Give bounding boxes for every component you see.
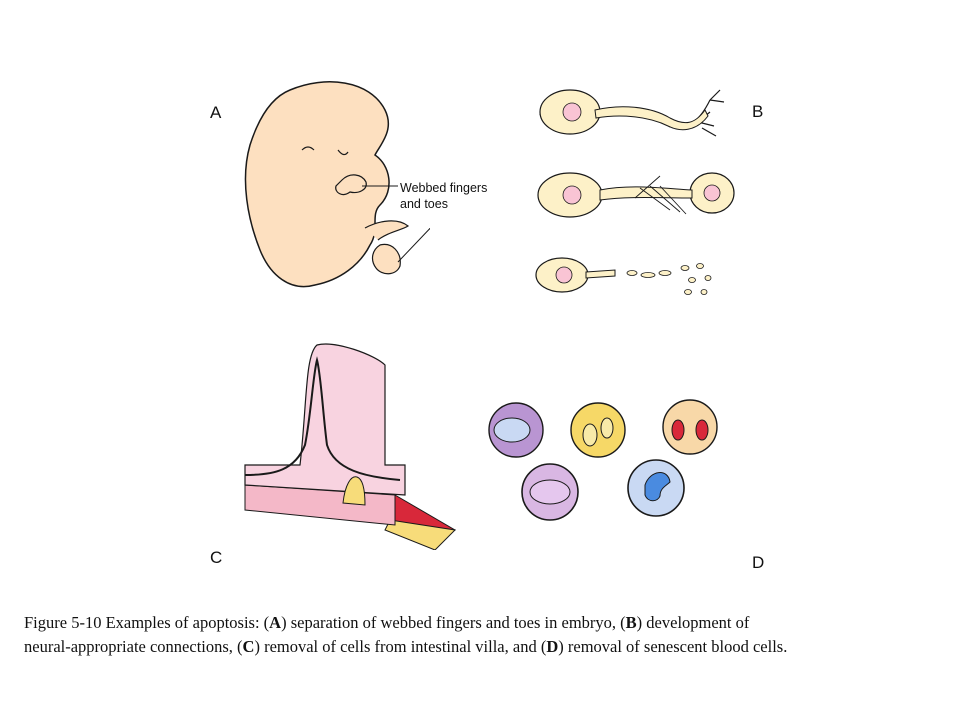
blood-cells-illustration <box>488 399 718 521</box>
callout-line-1: Webbed fingers <box>400 181 488 195</box>
blood-cell-lavender <box>521 463 579 521</box>
intestinal-villus-illustration <box>244 343 457 550</box>
callout-webbed: Webbed fingers and toes <box>400 180 487 212</box>
embryo-eye <box>337 149 349 156</box>
caption-letter-c: C <box>242 637 255 656</box>
caption-text-c: ) removal of cells from intestinal villa… <box>254 637 547 656</box>
caption-letter-b: B <box>625 613 637 632</box>
embryo-body <box>244 81 390 288</box>
neuron-top <box>539 89 725 137</box>
embryo-hand <box>335 174 367 196</box>
villus-base-yellow <box>384 519 457 550</box>
caption-letter-a: A <box>269 613 282 632</box>
embryo-foot <box>371 243 401 275</box>
caption-text-b2: neural-appropriate connections, ( <box>24 637 243 656</box>
neuron-bottom <box>535 257 712 295</box>
caption-letter-d: D <box>546 637 559 656</box>
blood-cell-purple <box>488 402 544 458</box>
figure-caption: Figure 5-10 Examples of apoptosis: (A) s… <box>24 611 944 659</box>
neuron-illustration <box>535 89 735 295</box>
callout-line-2: and toes <box>400 197 448 211</box>
panel-label-c: C <box>210 548 223 567</box>
caption-prefix: Figure 5-10 Examples of apoptosis: ( <box>24 613 270 632</box>
panel-label-d: D <box>752 553 765 572</box>
villus-lymph <box>342 476 366 506</box>
blood-cell-blue <box>627 459 685 517</box>
villus-capillary <box>244 356 401 481</box>
embryo-mouth <box>301 146 315 151</box>
embryo-tail <box>364 220 410 241</box>
panel-label-a: A <box>210 103 222 122</box>
caption-text-a: ) separation of webbed fingers and toes … <box>281 613 626 632</box>
embryo-illustration <box>244 81 430 288</box>
caption-text-d: ) removal of senescent blood cells. <box>558 637 788 656</box>
callout-line-toes <box>397 227 430 263</box>
panel-label-b: B <box>752 102 764 121</box>
caption-text-b: ) development of <box>636 613 750 632</box>
neuron-middle <box>537 172 735 218</box>
blood-cell-yellow <box>570 402 626 458</box>
blood-cell-orange <box>662 399 718 455</box>
